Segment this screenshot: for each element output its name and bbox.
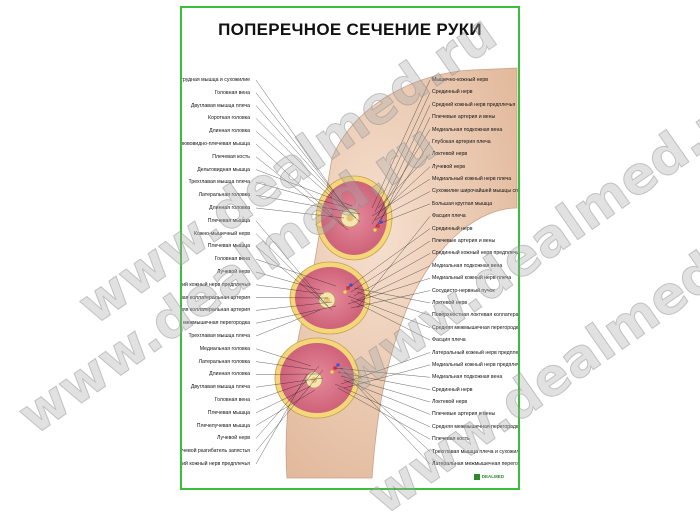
label-left: Короткая головка: [208, 115, 250, 121]
label-left: Головная вена: [215, 256, 250, 262]
label-left: Длинная головка: [209, 205, 250, 211]
label-right: Медиальный кожный нерв плеча: [432, 176, 511, 182]
label-right: Средняя межмышечная перегородка: [432, 325, 520, 331]
label-left: Боковая межмышечная перегородка: [180, 320, 250, 326]
label-left: Трехглавая мышца плеча: [188, 333, 250, 339]
label-right: Медиальная подкожная вена: [432, 127, 502, 133]
brand-logo: DEALMED: [474, 474, 504, 480]
label-right: Срединный нерв: [432, 226, 473, 232]
label-left: Задний кожный нерв предплечья: [180, 461, 250, 467]
label-right: Срединный нерв: [432, 387, 473, 393]
label-left: Длинная головка: [209, 128, 250, 134]
label-right: Средний кожный нерв предплечья: [432, 102, 515, 108]
label-left: Плечелучевая мышца: [197, 423, 250, 429]
label-left: Лучевая коллатеральная артерия: [180, 295, 250, 301]
leader-line: [256, 80, 344, 206]
label-right: Большая круглая мышца: [432, 201, 492, 207]
label-right: Трехглавая мышца плеча и сухожилие: [432, 449, 520, 455]
label-left: Двуглавая мышца плеча: [191, 384, 250, 390]
label-right: Медиальный кожный нерв плеча: [432, 275, 511, 281]
label-right: Срединный нерв: [432, 89, 473, 95]
label-right: Сосудисто-нервный пучок: [432, 288, 495, 294]
label-right: Плечевые артерия и вены: [432, 114, 495, 120]
label-left: Клювовидно-плечевая мышца: [180, 141, 250, 147]
label-left: Двуглавая мышца плеча: [191, 103, 250, 109]
label-right: Медиальная подкожная вена: [432, 374, 502, 380]
cross-section-lower: [275, 338, 359, 418]
label-left: Средняя коллатеральная артерия: [180, 307, 250, 313]
leader-line: [256, 93, 348, 210]
label-right: Мышечно-кожный нерв: [432, 77, 488, 83]
label-left: Медиальная головка: [200, 346, 250, 352]
label-right: Лучевой нерв: [432, 164, 465, 170]
label-left: Трехглавая мышца плеча: [188, 179, 250, 185]
label-right: Локтевой нерв: [432, 300, 467, 306]
label-left: Плечевая мышца: [208, 243, 250, 249]
label-left: Плечевая мышца: [208, 218, 250, 224]
label-left: Латеральная головка: [199, 359, 250, 365]
label-left: Задний кожный нерв предплечья: [180, 282, 250, 288]
label-right: Фасция плеча: [432, 213, 466, 219]
label-right: Медиальная подкожная вена: [432, 263, 502, 269]
label-left: Латеральная головка: [199, 192, 250, 198]
leader-line: [256, 221, 324, 302]
label-right: Плечевые артерия и вены: [432, 238, 495, 244]
label-left: Длинный лучевой разгибатель запястья: [180, 448, 250, 454]
label-right: Сухожилие широчайшей мышцы спины: [432, 188, 520, 194]
label-right: Глубокая артерия плеча: [432, 139, 491, 145]
label-right: Локтевой нерв: [432, 399, 467, 405]
label-right: Плечевые артерия и вены: [432, 411, 495, 417]
label-right: Поверхностная локтевая коллатеральная ар…: [432, 312, 520, 318]
label-right: Фасция плеча: [432, 337, 466, 343]
label-right: Латеральный кожный нерв предплечья: [432, 350, 520, 356]
label-right: Срединный кожный нерв предплечья: [432, 250, 520, 256]
label-left: Лучевой нерв: [217, 269, 250, 275]
brand-logo-text: DEALMED: [482, 474, 504, 479]
label-left: Плечевая мышца: [208, 410, 250, 416]
anatomy-poster: ПОПЕРЕЧНОЕ СЕЧЕНИЕ РУКИ: [180, 6, 520, 490]
label-right: Латеральная межмышечная перегородка: [432, 461, 520, 467]
label-right: Плечевая кость: [432, 436, 470, 442]
label-left: Лучевой нерв: [217, 435, 250, 441]
label-right: Средняя межмышечная перегородка: [432, 424, 520, 430]
label-right: Медиальный кожный нерв предплечья: [432, 362, 520, 368]
label-left: Плечевая кость: [212, 154, 250, 160]
label-left: Дельтовидная мышца: [197, 167, 250, 173]
label-left: Большая грудная мышца и сухожилие: [180, 77, 250, 83]
label-right: Локтевой нерв: [432, 151, 467, 157]
label-left: Длинная головка: [209, 371, 250, 377]
label-left: Кожно-мышечный нерв: [194, 231, 250, 237]
label-left: Головная вена: [215, 397, 250, 403]
label-left: Головная вена: [215, 90, 250, 96]
